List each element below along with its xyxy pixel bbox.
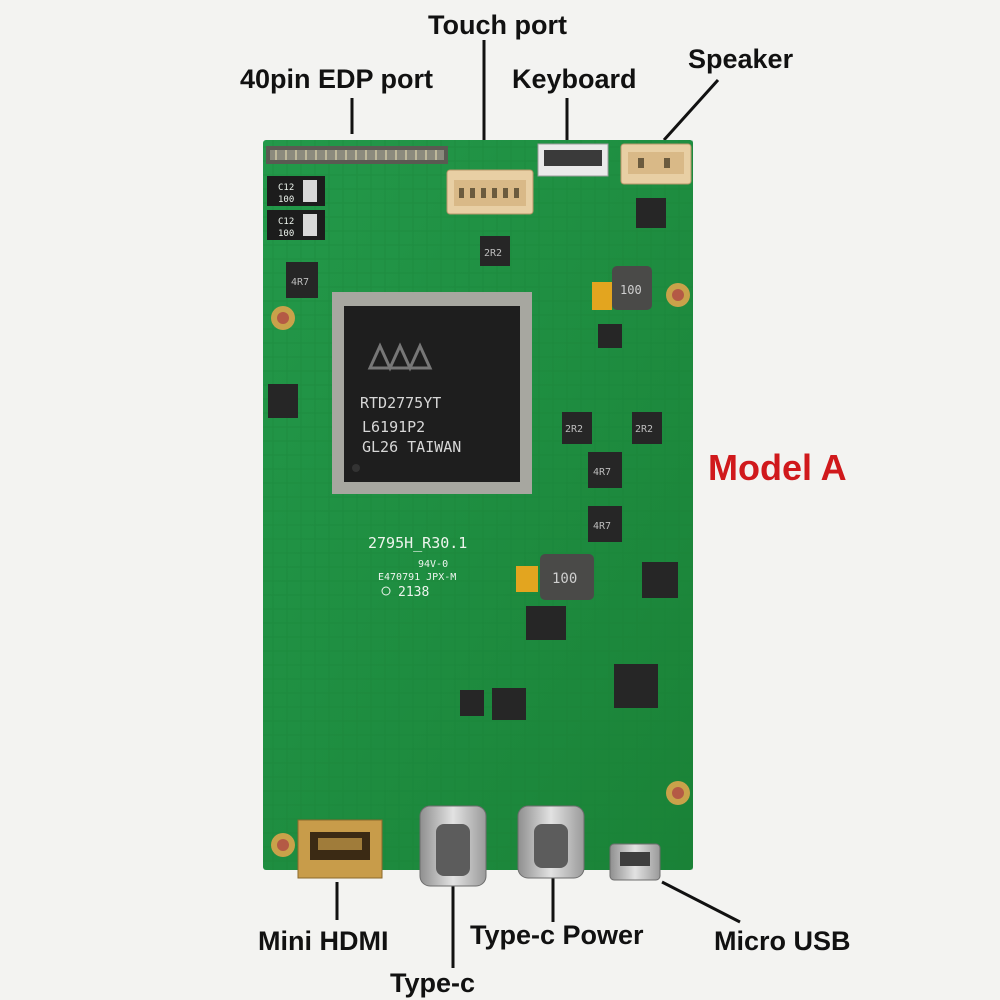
mounting-holes — [271, 283, 690, 857]
svg-text:4R7: 4R7 — [291, 277, 309, 288]
type-c-power-label: Type-c Power — [470, 920, 644, 950]
type-c-power-connector — [517, 805, 585, 879]
touch-port-label: Touch port — [428, 10, 567, 40]
svg-text:2795H_R30.1: 2795H_R30.1 — [368, 534, 467, 552]
speaker-label: Speaker — [688, 44, 794, 74]
type-c-connector — [419, 805, 487, 887]
micro-usb-connector — [609, 843, 661, 881]
tantalum-capacitors — [516, 282, 612, 592]
mini-hdmi-connector — [297, 819, 383, 879]
svg-text:E470791 JPX-M: E470791 JPX-M — [378, 572, 456, 583]
svg-text:L6191P2: L6191P2 — [362, 418, 425, 436]
micro-usb-label: Micro USB — [714, 926, 851, 956]
edp-port-label: 40pin EDP port — [240, 64, 434, 94]
svg-text:4R7: 4R7 — [593, 521, 611, 532]
svg-text:2R2: 2R2 — [635, 424, 653, 435]
pointer-lines — [335, 40, 741, 968]
type-c-label: Type-c — [390, 968, 476, 998]
model-label: Model A — [708, 447, 847, 488]
svg-text:RTD2775YT: RTD2775YT — [360, 394, 441, 412]
main-chip: RTD2775YT L6191P2 GL26 TAIWAN — [332, 292, 532, 494]
small-ics — [268, 198, 678, 720]
svg-text:100: 100 — [278, 195, 294, 205]
svg-text:100: 100 — [620, 283, 642, 297]
silkscreen-markings: 2795H_R30.1 94V-0 E470791 JPX-M 2138 — [368, 534, 467, 600]
mini-hdmi-label: Mini HDMI — [258, 926, 389, 956]
inductors: 100 100 4R7 4R7 4R7 2R2 2R2 2R2 — [286, 236, 662, 600]
svg-text:2R2: 2R2 — [484, 248, 502, 259]
touch-port-connector — [446, 169, 534, 215]
capacitors: C12 100 C12 100 — [267, 176, 325, 240]
svg-text:2138: 2138 — [398, 585, 429, 600]
speaker-connector — [620, 143, 692, 185]
svg-text:4R7: 4R7 — [593, 467, 611, 478]
svg-text:GL26 TAIWAN: GL26 TAIWAN — [362, 438, 461, 456]
svg-text:100: 100 — [278, 229, 294, 239]
edp-connector — [266, 146, 448, 164]
svg-text:C12: C12 — [278, 183, 294, 193]
keyboard-label: Keyboard — [512, 64, 637, 94]
svg-text:2R2: 2R2 — [565, 424, 583, 435]
svg-text:100: 100 — [552, 571, 577, 587]
svg-text:C12: C12 — [278, 217, 294, 227]
keyboard-connector — [537, 143, 609, 177]
svg-text:94V-0: 94V-0 — [418, 559, 448, 570]
